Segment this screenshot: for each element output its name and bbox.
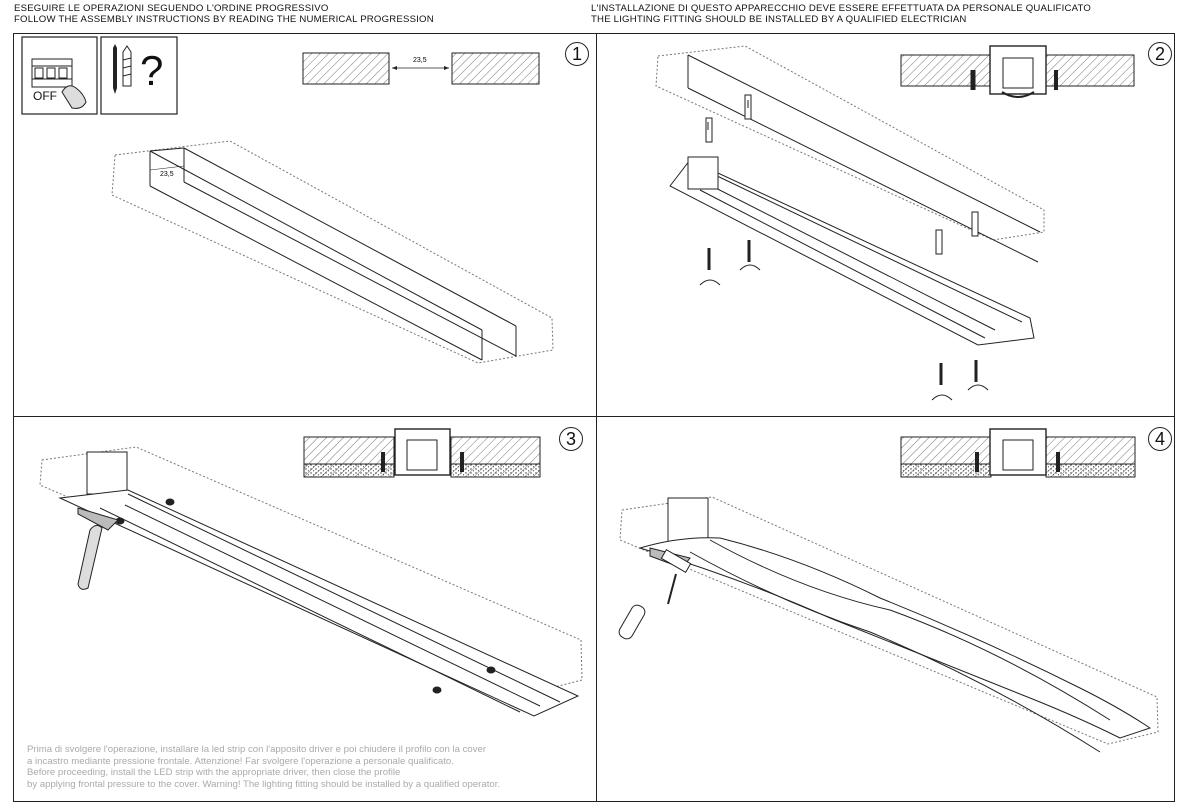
- header-left-line2: FOLLOW THE ASSEMBLY INSTRUCTIONS BY READ…: [14, 14, 434, 25]
- step-number-2: 2: [1148, 42, 1172, 66]
- profile-sealing-drawing: [39, 446, 583, 717]
- section-plaster: [900, 428, 1136, 478]
- instructions-header-right: L'INSTALLAZIONE DI QUESTO APPARECCHIO DE…: [591, 3, 1091, 25]
- ceiling-channel-drawing: [111, 140, 554, 364]
- profile-mounting-drawing: [655, 45, 1045, 346]
- step-number-4: 4: [1148, 427, 1172, 451]
- step-number-3: 3: [559, 427, 583, 451]
- sealant-tube-icon: [77, 507, 119, 590]
- step2-panel: [655, 45, 1135, 401]
- note-line2: a incastro mediante pressione frontale. …: [27, 755, 454, 767]
- paint-roller-icon: [618, 547, 692, 640]
- profile-painting-drawing: [619, 496, 1159, 753]
- panel-divider-horizontal: [13, 416, 1175, 417]
- note-line1: Prima di svolgere l'operazione, installa…: [27, 744, 487, 755]
- breaker-off-label: OFF: [33, 89, 57, 103]
- note-line4: by applying frontal pressure to the cove…: [27, 778, 501, 790]
- instructions-header-left: ESEGUIRE LE OPERAZIONI SEGUENDO L'ORDINE…: [14, 3, 434, 25]
- panel-divider-vertical: [596, 33, 597, 802]
- tools-icon: [100, 36, 178, 115]
- section-adhesive: [303, 428, 541, 478]
- header-right-line2: THE LIGHTING FITTING SHOULD BE INSTALLED…: [591, 14, 967, 25]
- breaker-off-icon: [21, 36, 98, 115]
- profile-section-screws: [900, 45, 1135, 98]
- note-line3: Before proceeding, install the LED strip…: [27, 767, 401, 779]
- header-right-line1: L'INSTALLAZIONE DI QUESTO APPARECCHIO DE…: [591, 3, 1092, 14]
- step3-panel: [39, 428, 583, 717]
- step4-panel: [618, 428, 1159, 753]
- panels-frame: [13, 33, 1175, 802]
- header-left-line1: ESEGUIRE LE OPERAZIONI SEGUENDO L'ORDINE…: [14, 3, 329, 14]
- step1-panel: [21, 36, 554, 364]
- dimension-label-channel: 23,5: [160, 171, 174, 178]
- tools-question-mark: ?: [140, 47, 164, 94]
- screws-anchors: [699, 94, 989, 401]
- step-number-1: 1: [565, 42, 589, 66]
- ceiling-cutout-section: [302, 52, 540, 85]
- dimension-label-top: 23,5: [413, 57, 427, 64]
- installation-note: Prima di svolgere l'operazione, installa…: [27, 744, 500, 790]
